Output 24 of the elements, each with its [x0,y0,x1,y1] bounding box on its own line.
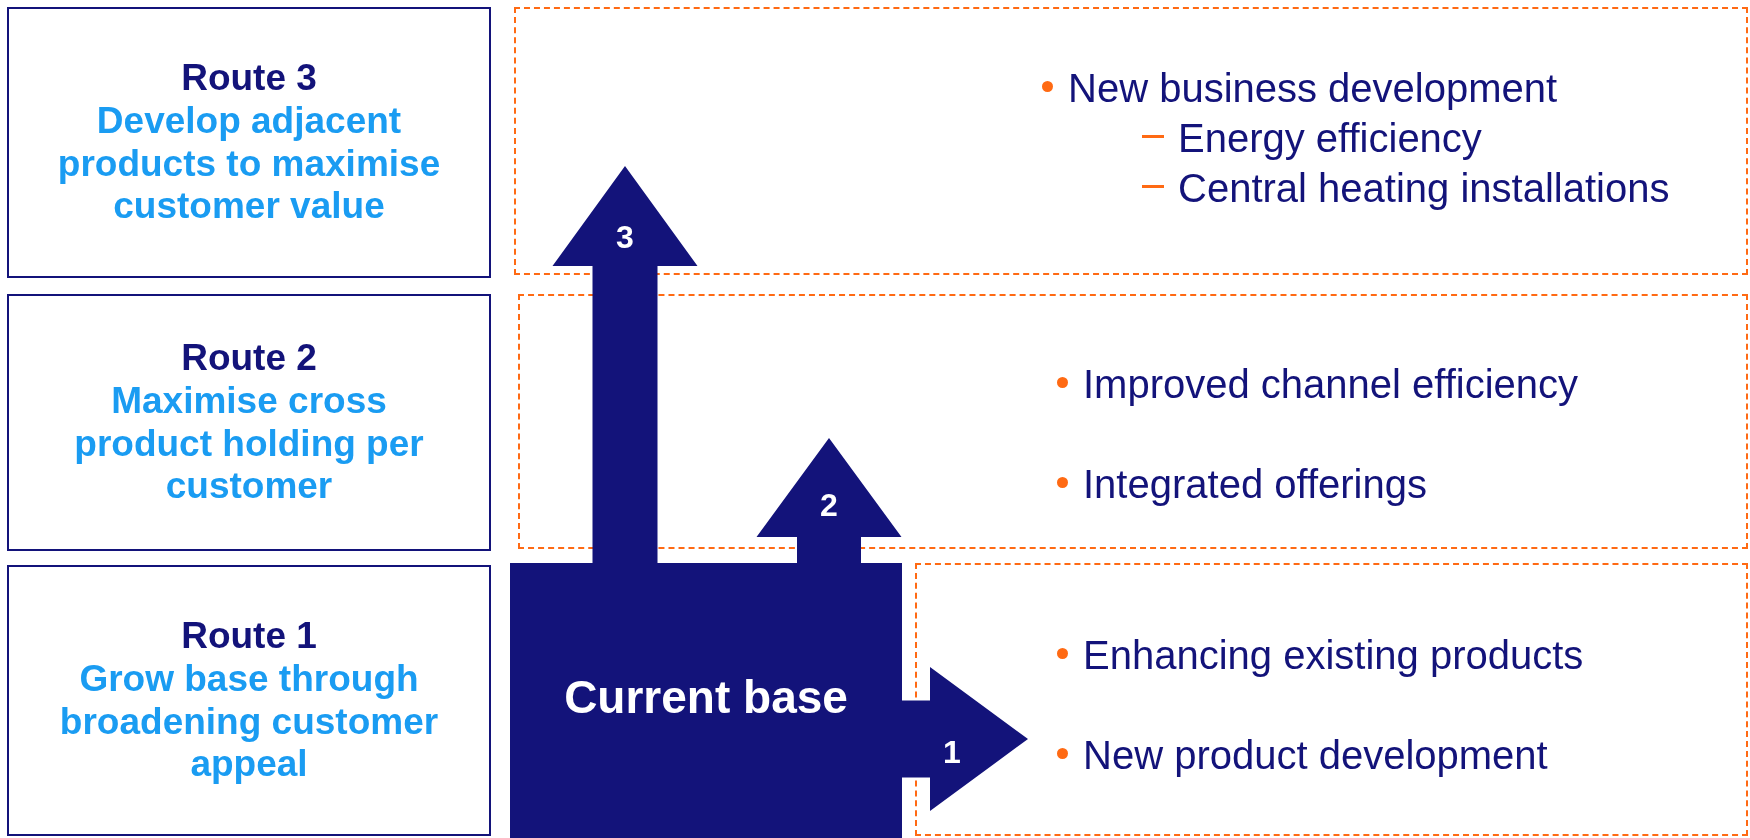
bullet-item: Enhancing existing products [1057,631,1746,679]
arrow-label: 2 [820,486,838,524]
base-block [510,563,902,838]
route-description: Maximise cross product holding per customer [73,379,425,509]
block-arrow [756,438,902,563]
route-heading: Route 1 [181,614,317,658]
arrow-label: 1 [943,733,961,771]
block-arrow [902,667,1028,811]
bullet-item: New product development [1057,731,1746,779]
sub-bullet-item: Central heating installations [1142,164,1746,212]
route-box [7,565,491,836]
route-box [7,294,491,551]
route-heading: Route 2 [181,336,317,380]
arrow-label: 3 [616,218,634,256]
bullet-item: New business development [1042,64,1746,112]
route-box [7,7,491,278]
bullet-item: Integrated offerings [1057,460,1746,508]
block-arrow [552,166,698,563]
base-label: Current base [564,669,848,724]
route-description: Develop adjacent products to maximise customer value [56,99,442,229]
bullet-item: Improved channel efficiency [1057,360,1746,408]
sub-bullet-item: Energy efficiency [1142,114,1746,162]
route-description: Grow base through broadening customer appeal [58,657,440,787]
route-heading: Route 3 [181,56,317,100]
